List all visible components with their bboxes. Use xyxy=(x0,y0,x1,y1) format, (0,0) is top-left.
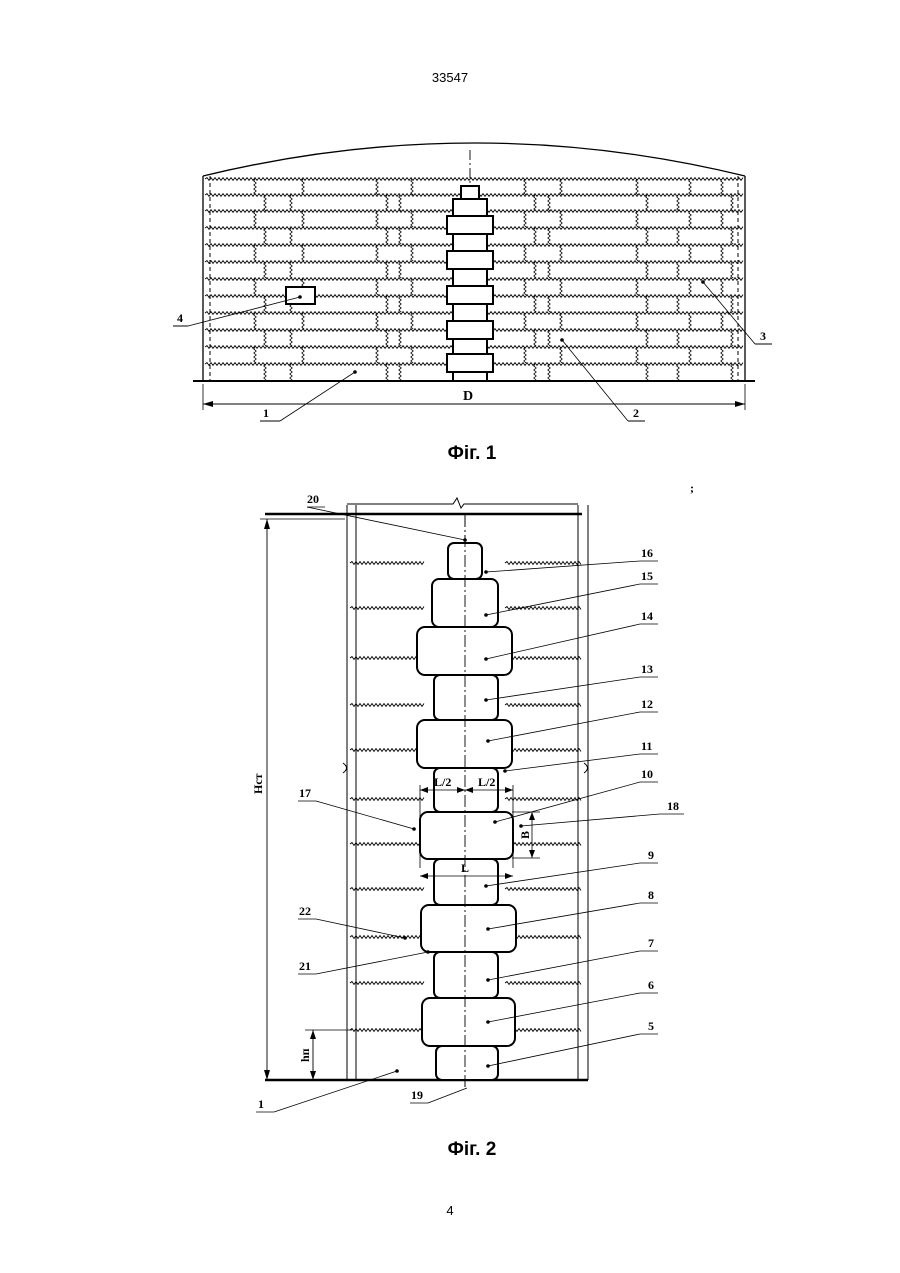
label-9: 9 xyxy=(648,848,654,862)
label-1-fig2: 1 xyxy=(258,1097,264,1111)
label-19: 19 xyxy=(411,1088,423,1102)
dimension-half-right: L/2 xyxy=(478,775,495,789)
label-10: 10 xyxy=(641,767,653,781)
label-7: 7 xyxy=(648,936,654,950)
label-15: 15 xyxy=(641,569,653,583)
label-5: 5 xyxy=(648,1019,654,1033)
dimension-length: L xyxy=(461,861,469,875)
label-16: 16 xyxy=(641,546,653,560)
plate-column xyxy=(417,543,516,1080)
label-13: 13 xyxy=(641,662,653,676)
label-21: 21 xyxy=(299,959,311,973)
figure-2-caption: Фіг. 2 xyxy=(22,1139,900,1161)
label-12: 12 xyxy=(641,697,653,711)
label-17: 17 xyxy=(299,786,311,800)
dimension-width: B xyxy=(518,831,532,839)
dimension-half-left: L/2 xyxy=(434,775,451,789)
label-6: 6 xyxy=(648,978,654,992)
label-8: 8 xyxy=(648,888,654,902)
stray-mark: ; xyxy=(690,481,694,495)
label-20: 20 xyxy=(307,492,319,506)
label-22: 22 xyxy=(299,904,311,918)
page-number: 4 xyxy=(0,1203,900,1218)
label-18: 18 xyxy=(667,799,679,813)
label-14: 14 xyxy=(641,609,653,623)
dimension-h-bottom: hп xyxy=(298,1048,312,1062)
dimension-h-total: Hст xyxy=(251,773,265,794)
label-11: 11 xyxy=(641,739,652,753)
